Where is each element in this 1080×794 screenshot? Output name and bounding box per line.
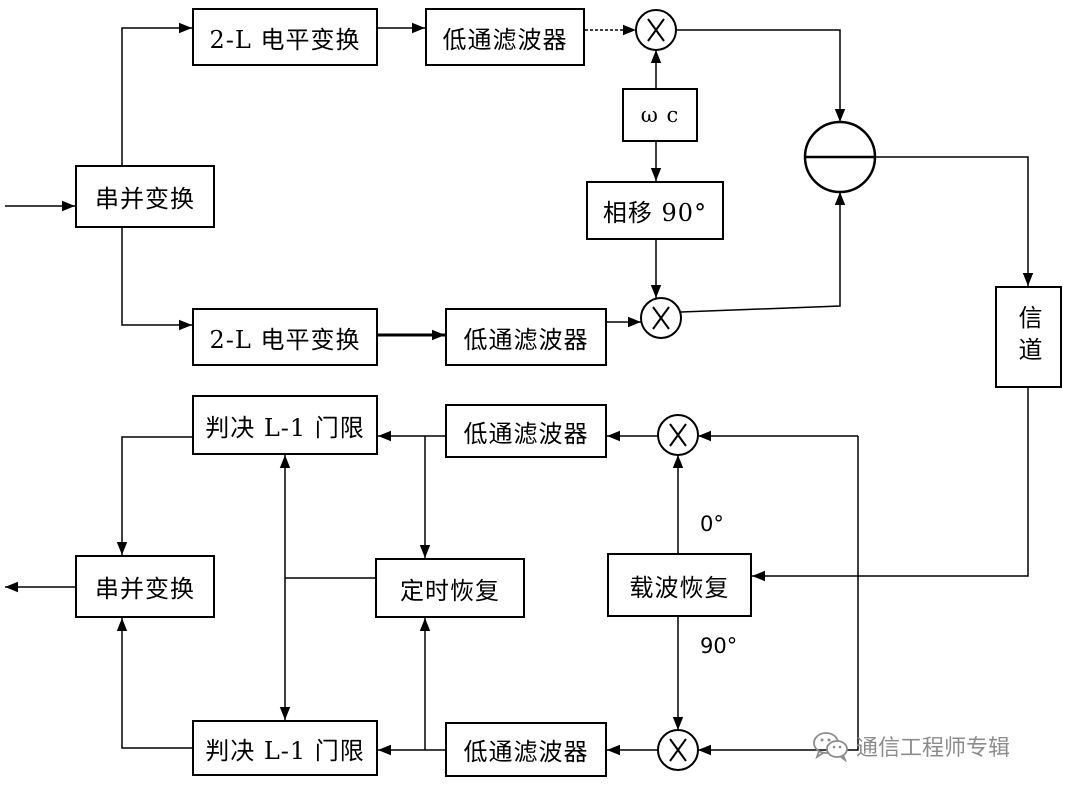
watermark-text: 通信工程师专辑 — [856, 736, 1011, 761]
channel-box: 信道 — [995, 286, 1062, 388]
carrier-oscillator-label: ω c — [640, 103, 680, 127]
carrier-phase-0-label: 0° — [700, 512, 724, 536]
decision-lower-label: 判决 L-1 门限 — [205, 736, 365, 765]
channel-to-carrier-recovery-arrow — [752, 388, 1029, 582]
serial-parallel-converter-box: 串并变换 — [75, 165, 215, 228]
multiply-icon — [635, 9, 677, 51]
carrier-recovery-box: 载波恢复 — [607, 553, 752, 617]
channel-label: 信道 — [1014, 305, 1042, 369]
output-converter-label: 串并变换 — [95, 575, 195, 603]
carrier-recovery-label: 载波恢复 — [629, 573, 730, 602]
lowpass-filter-tx-upper-box: 低通滤波器 — [425, 8, 585, 66]
adder-icon — [803, 120, 877, 194]
level-converter-lower-label: 2-L 电平变换 — [209, 325, 361, 354]
branch-lower-arrow — [121, 228, 192, 331]
decision-lower-box: 判决 L-1 门限 — [192, 720, 378, 776]
level-converter-upper-box: 2-L 电平变换 — [192, 8, 378, 66]
decision-upper-to-converter-arrow — [116, 436, 192, 555]
carrier-phase-90-label: 90° — [700, 634, 738, 658]
multiplier-lower-to-adder-arrow — [680, 192, 846, 313]
lowpass-filter-tx-lower-box: 低通滤波器 — [445, 308, 607, 366]
received-to-multiplier-lower-arrow — [698, 436, 859, 756]
branch-upper-arrow — [121, 22, 192, 165]
lowpass-filter-tx-upper-label: 低通滤波器 — [442, 25, 568, 54]
multiplier-upper-to-adder-arrow — [676, 29, 846, 122]
watermark: 通信工程师专辑 — [812, 728, 1010, 764]
decision-upper-box: 判决 L-1 门限 — [192, 395, 378, 455]
adder-to-channel-arrow — [875, 156, 1034, 286]
lowpass-filter-rx-lower-box: 低通滤波器 — [445, 722, 607, 777]
multiply-icon — [640, 297, 682, 339]
output-converter-box: 串并变换 — [75, 555, 215, 618]
decision-upper-label: 判决 L-1 门限 — [205, 413, 365, 442]
phase-shifter-label: 相移 90° — [602, 199, 708, 227]
lowpass-filter-rx-upper-box: 低通滤波器 — [445, 404, 607, 458]
phase-shifter-box: 相移 90° — [586, 181, 724, 240]
level-converter-lower-box: 2-L 电平变换 — [192, 308, 378, 366]
timing-recovery-label: 定时恢复 — [400, 576, 500, 605]
multiply-icon — [657, 414, 699, 456]
timing-recovery-box: 定时恢复 — [375, 558, 525, 618]
decision-lower-to-converter-arrow — [116, 618, 192, 749]
level-converter-upper-label: 2-L 电平变换 — [209, 25, 361, 54]
multiply-icon — [657, 729, 699, 771]
carrier-oscillator-box: ω c — [622, 88, 698, 142]
serial-parallel-converter-label: 串并变换 — [95, 185, 195, 213]
lowpass-filter-tx-lower-label: 低通滤波器 — [463, 325, 589, 354]
wechat-icon — [813, 732, 848, 762]
lowpass-filter-rx-lower-label: 低通滤波器 — [463, 738, 589, 766]
lowpass-filter-rx-upper-label: 低通滤波器 — [463, 419, 589, 448]
